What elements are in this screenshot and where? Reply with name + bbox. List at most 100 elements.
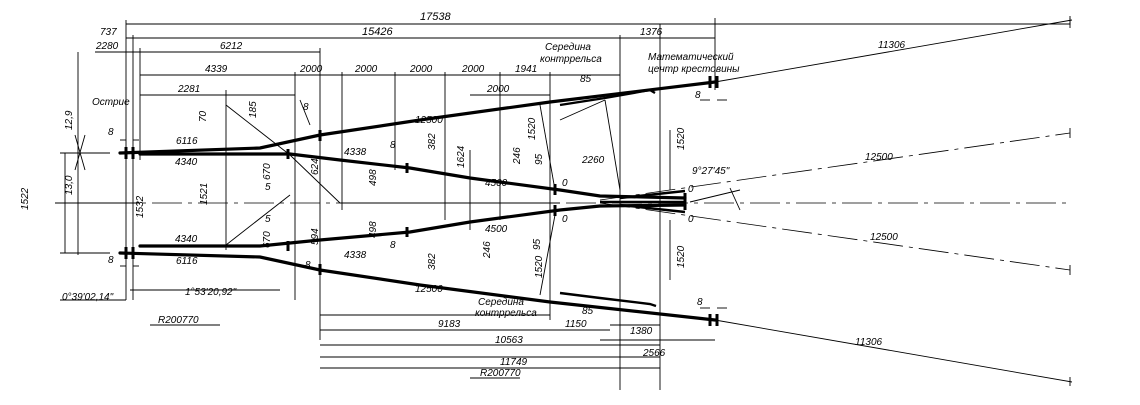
label-15426: 15426 [362,26,393,38]
label-8e: 8 [108,255,114,266]
dimension-labels: 17538 737 15426 1376 2280 6212 4339 2000… [20,11,906,379]
label-seredina-top1: Середина [545,42,591,53]
label-1150: 1150 [565,319,587,330]
label-10563: 10563 [495,335,523,346]
label-0d: 0 [688,214,694,225]
label-4338bot: 4338 [344,250,367,261]
guard-rail-bottom [559,291,657,308]
label-8d: 8 [695,90,701,101]
label-1376: 1376 [640,27,663,38]
label-594: 594 [310,228,321,245]
label-2000e: 2000 [486,84,510,95]
label-5bot: 5 [265,214,271,225]
label-670bot: 670 [262,231,273,248]
label-246bot: 246 [482,241,493,259]
label-11306bot: 11306 [855,337,883,348]
label-4500bot: 4500 [485,224,508,235]
label-382bot: 382 [427,253,438,270]
branch-line-top [714,19,1073,83]
guard-rail-top [559,88,656,107]
label-math2: центр крестовины [648,64,740,75]
label-0b: 0 [688,184,694,195]
label-13-0: 13,0 [64,175,75,195]
label-6116top: 6116 [176,136,198,147]
label-12-9: 12,9 [64,110,75,130]
label-70: 70 [198,110,209,122]
label-498bot: 498 [368,221,379,238]
label-2000d: 2000 [461,64,485,75]
label-ang2: 0°39'02,14" [62,292,114,303]
label-12500bot: 12500 [415,284,443,295]
label-1520c: 1520 [534,255,545,278]
label-246top: 246 [512,147,523,165]
label-2566: 2566 [642,348,666,359]
label-6212: 6212 [220,41,243,52]
label-85top: 85 [580,74,592,85]
label-737: 737 [100,27,117,38]
label-r1: R200770 [158,315,199,326]
label-12500top: 12500 [415,115,443,126]
label-4339: 4339 [205,64,228,75]
label-8a: 8 [108,127,114,138]
label-498top: 498 [368,169,379,186]
label-95bot: 95 [532,238,543,250]
label-8f: 8 [305,260,311,271]
label-4500top: 4500 [485,178,508,189]
label-8b: 8 [303,102,309,113]
label-seredina-top2: контррельса [540,54,602,65]
label-11749: 11749 [500,357,528,368]
label-ang3: 1°53'20,92" [185,287,237,298]
closure-rail-bottom [138,203,687,248]
label-1522: 1522 [20,187,31,210]
label-12500right: 12500 [865,152,893,163]
label-185: 185 [248,101,259,118]
gap-markers [120,99,727,309]
label-5top: 5 [265,182,271,193]
label-seredina-bot2: контррельса [475,308,537,319]
label-382top: 382 [427,133,438,150]
label-12500mid: 12500 [870,232,898,243]
stock-rail-top [118,80,717,155]
label-624: 624 [310,158,321,175]
label-ostrie: Острие [92,97,130,108]
branch-axis-top [599,132,1071,201]
label-0a: 0 [562,178,568,189]
label-95top: 95 [534,153,545,165]
branch-axis-lower [599,202,1071,271]
label-8h: 8 [697,297,703,308]
label-1520b: 1520 [676,127,687,150]
dimension-lines [55,18,1071,390]
label-math1: Математический [648,52,734,63]
label-2260: 2260 [581,155,605,166]
frog [600,189,686,214]
label-1624: 1624 [456,145,467,168]
label-4338top: 4338 [344,147,367,158]
label-2000c: 2000 [409,64,433,75]
label-1520a: 1520 [527,117,538,140]
label-r2: R200770 [480,368,521,379]
label-1380: 1380 [630,326,653,337]
closure-rail-top [138,152,687,200]
label-8g: 8 [390,240,396,251]
label-4340top: 4340 [175,157,198,168]
label-seredina-bot1: Середина [478,297,524,308]
branch-line-bottom [714,319,1073,383]
label-9183: 9183 [438,319,461,330]
label-2280: 2280 [95,41,119,52]
label-angle: 9°27'45" [692,166,730,177]
label-2281: 2281 [177,84,200,95]
label-2000b: 2000 [354,64,378,75]
label-670top: 670 [262,163,273,180]
label-1521: 1521 [199,183,210,205]
label-17538: 17538 [420,11,451,23]
label-4340bot: 4340 [175,234,198,245]
label-2000a: 2000 [299,64,323,75]
label-0c: 0 [562,214,568,225]
label-6116bot: 6116 [176,256,198,267]
label-1520d: 1520 [676,245,687,268]
stock-rail-bottom [118,251,717,322]
label-1941: 1941 [515,64,537,75]
label-1532: 1532 [135,195,146,218]
label-8c: 8 [390,140,396,151]
